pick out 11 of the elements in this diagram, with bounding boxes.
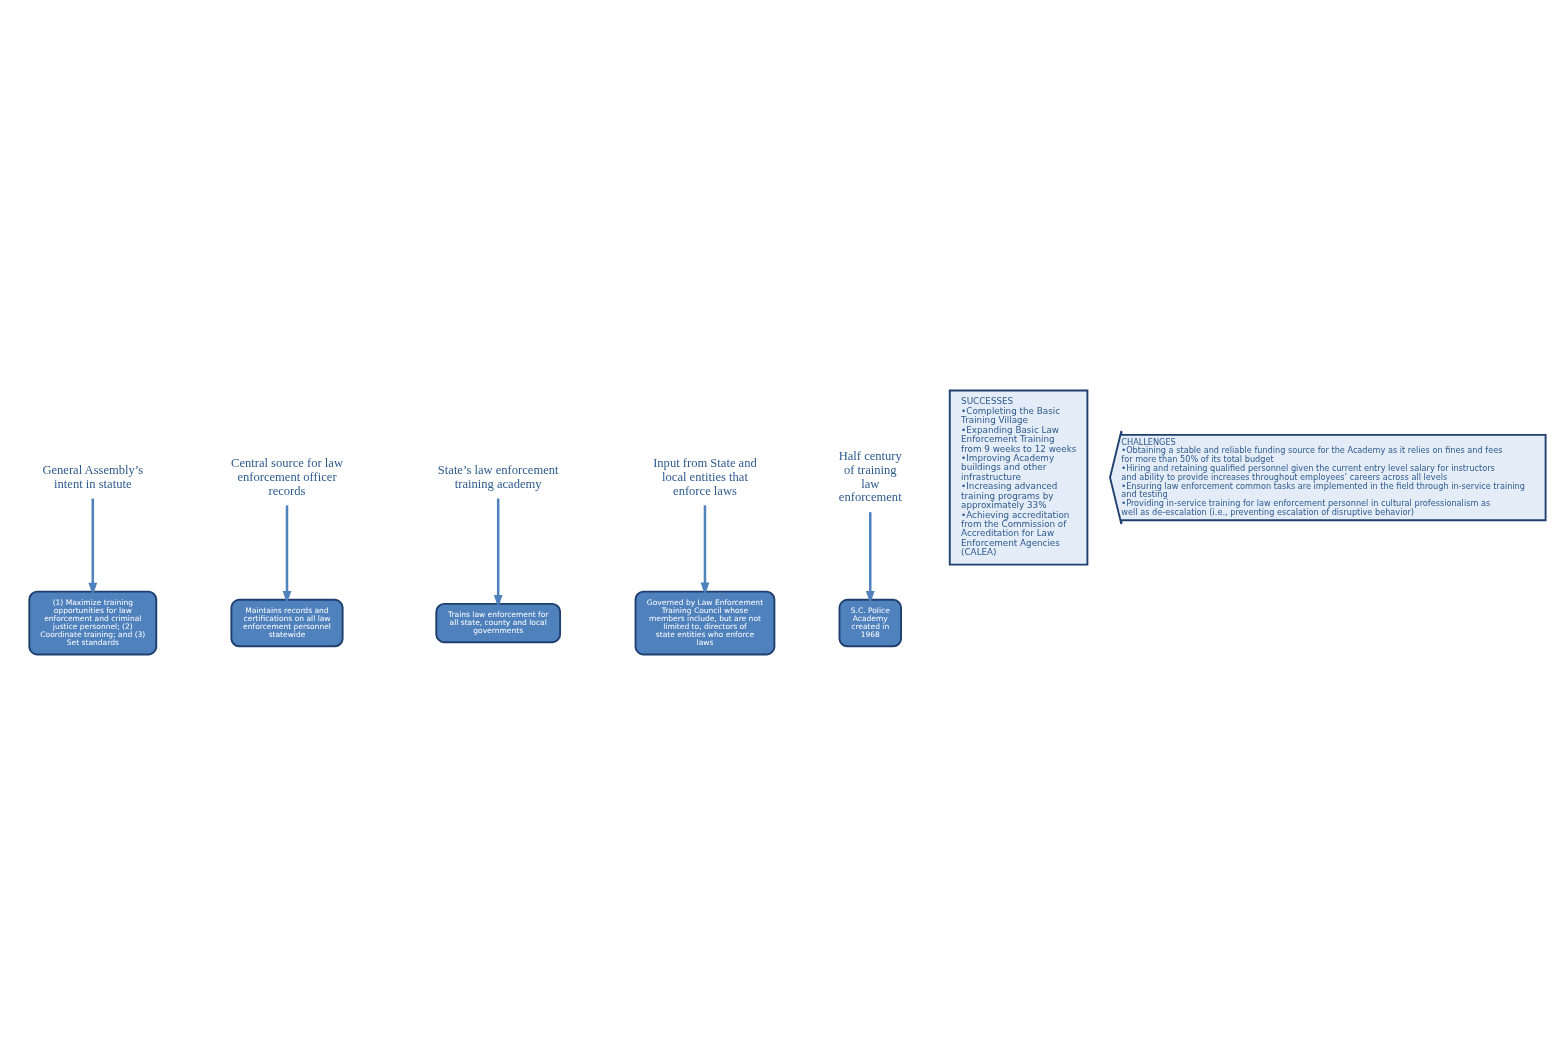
arrow: [865, 511, 875, 603]
node-text: State’s law enforcement training academy: [437, 462, 559, 491]
node-text: Input from State and local entities that enforce laws: [653, 455, 757, 498]
arrow: [493, 498, 503, 608]
node-text: Half century of training law enforcement: [838, 448, 902, 504]
node-text: General Assembly’s intent in statute: [42, 462, 144, 491]
arrow: [282, 504, 292, 603]
arrow: [88, 498, 98, 595]
node-box: SUCCESSES •Completing the Basic Training Village •Expanding Basic Law Enforcement Training from 9 weeks to 12 weeks •Improving Academy buildings and other infrastructure •Increasing advanced training programs by approximately 33% •Achieving accreditation from the Commission of Accreditation for Law Enforcement Agencies (CALEA): [948, 389, 1089, 566]
arrow: [700, 504, 710, 595]
node-text: Central source for law enforcement officer records: [231, 455, 343, 498]
